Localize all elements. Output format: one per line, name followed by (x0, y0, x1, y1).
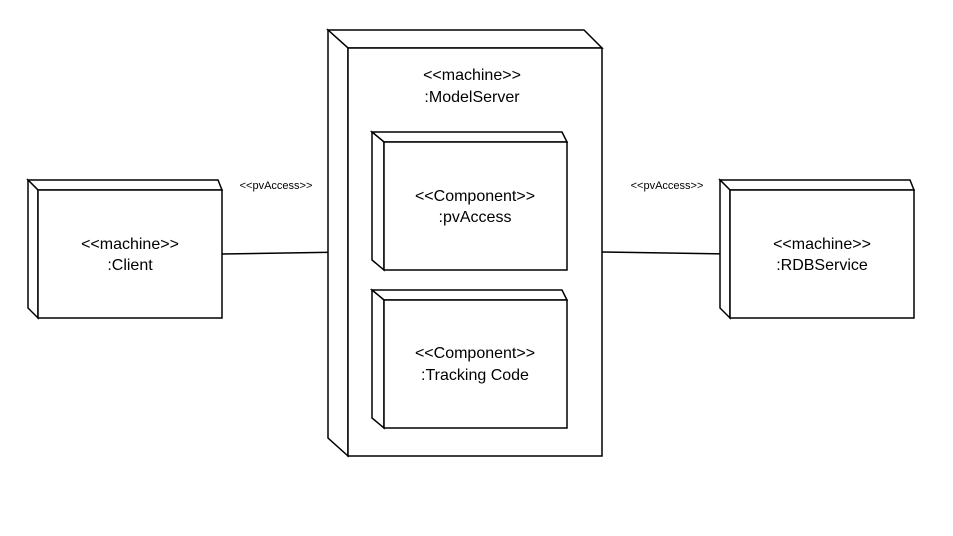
client-node[interactable]: <<machine>> :Client (26, 178, 224, 320)
modelserver-node[interactable]: <<machine>> :ModelServer <<Component>> :… (326, 28, 604, 458)
modelserver-name: :ModelServer (424, 89, 520, 106)
component-tracking-top (369, 289, 569, 301)
rdbservice-node-top (718, 179, 916, 191)
component-pvaccess-name: :pvAccess (439, 209, 512, 226)
modelserver-node-side (327, 28, 349, 458)
connector-label-left: <<pvAccess>> (240, 180, 313, 192)
component-tracking-front (383, 299, 568, 429)
component-pvaccess[interactable]: <<Component>> :pvAccess (369, 130, 569, 272)
client-stereotype: <<machine>> (81, 236, 179, 253)
connector-client-modelserver (221, 251, 349, 255)
client-node-front (37, 189, 223, 319)
rdbservice-node-front (729, 189, 915, 319)
component-tracking-name: :Tracking Code (421, 367, 529, 384)
component-pvaccess-front (383, 141, 568, 271)
component-tracking-side (371, 288, 385, 430)
modelserver-node-top (326, 29, 604, 49)
connector-label-right: <<pvAccess>> (631, 180, 704, 192)
component-tracking-code[interactable]: <<Component>> :Tracking Code (369, 288, 569, 430)
component-pvaccess-top (369, 131, 569, 143)
client-node-top (26, 179, 224, 191)
rdbservice-name: :RDBService (776, 257, 868, 274)
modelserver-stereotype: <<machine>> (423, 67, 521, 84)
connector-modelserver-rdbservice (601, 251, 731, 255)
component-pvaccess-stereotype: <<Component>> (415, 188, 535, 205)
component-tracking-stereotype: <<Component>> (415, 345, 535, 362)
rdbservice-node[interactable]: <<machine>> :RDBService (718, 178, 916, 320)
client-name: :Client (107, 257, 153, 274)
component-pvaccess-side (371, 130, 385, 272)
rdbservice-node-side (719, 178, 731, 320)
client-node-side (27, 178, 39, 320)
rdbservice-stereotype: <<machine>> (773, 236, 871, 253)
